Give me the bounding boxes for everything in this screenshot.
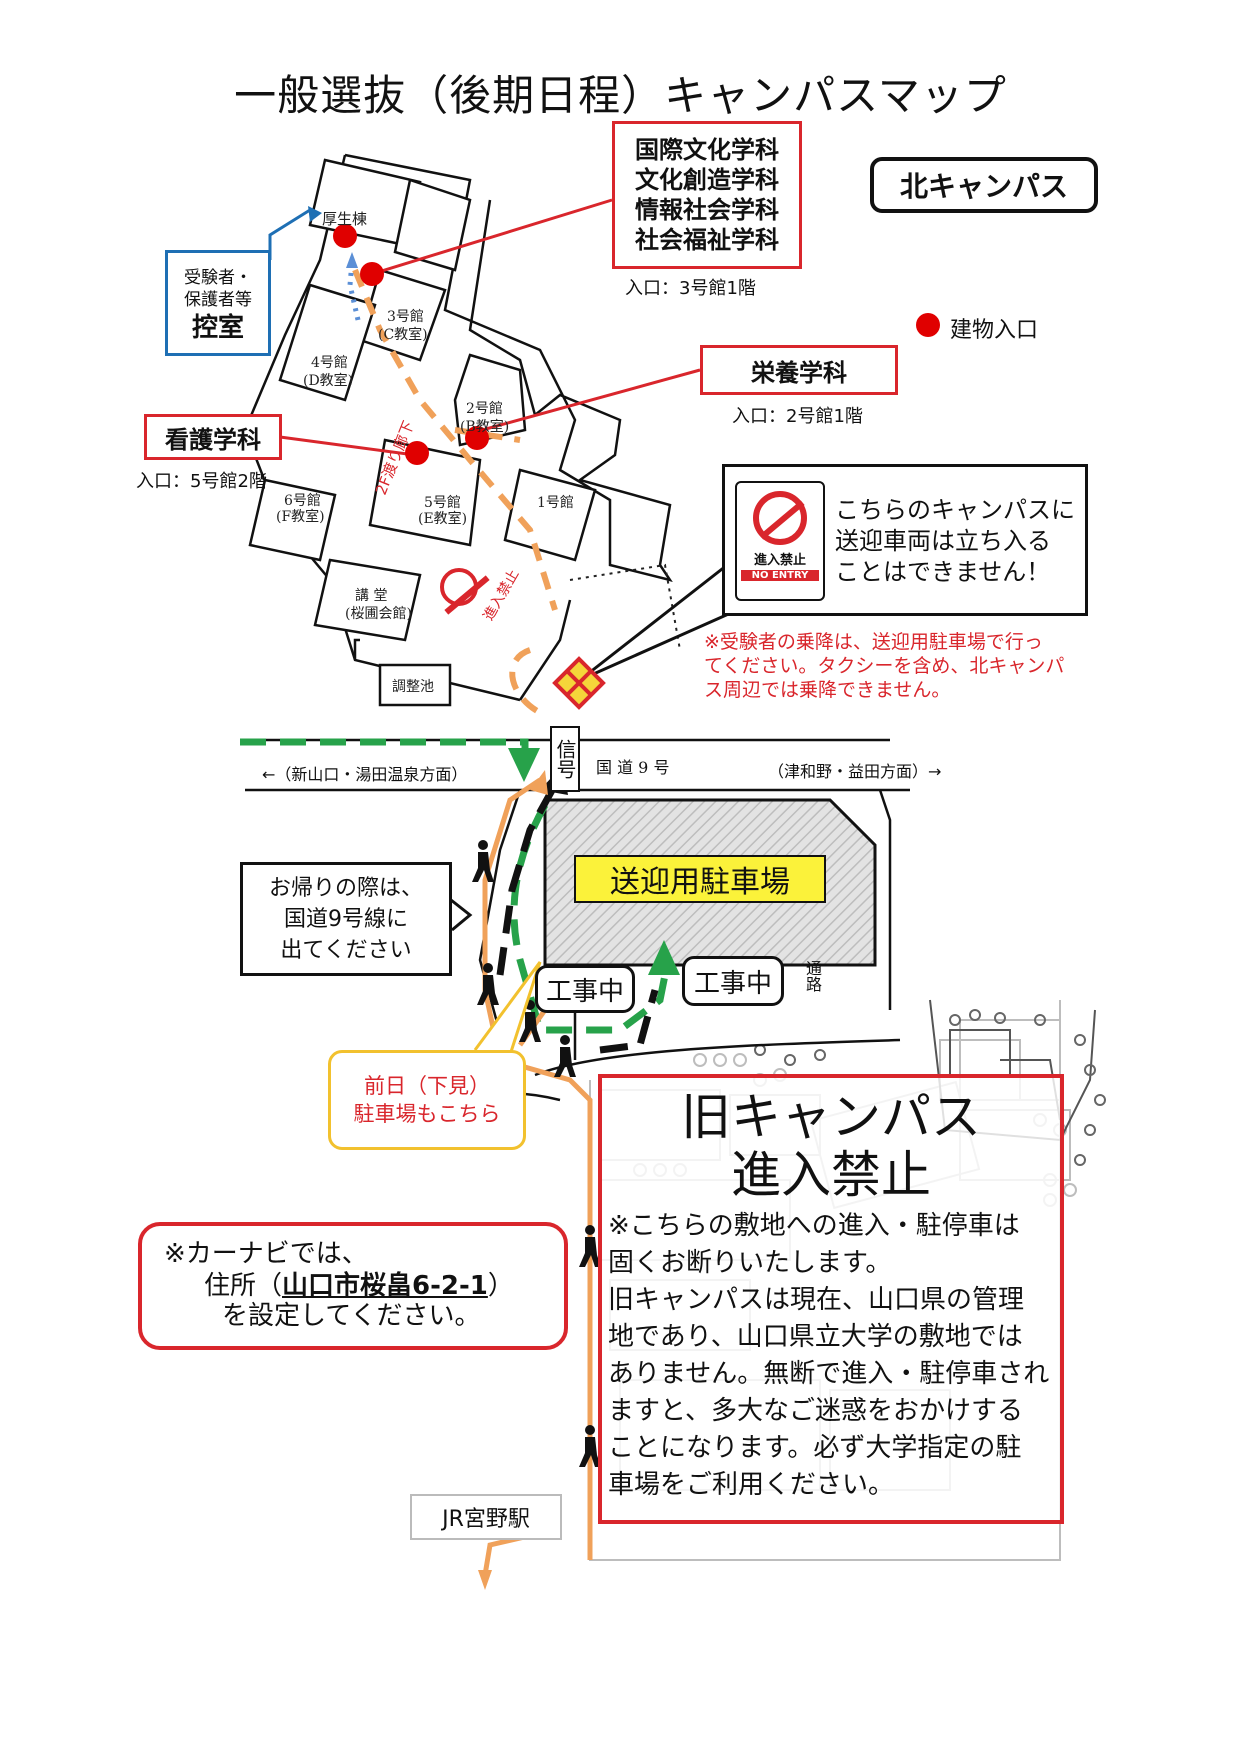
- old-campus-title-2: 進入禁止: [731, 1146, 931, 1204]
- nursing-entrance-label: 入口：5号館2階: [136, 471, 267, 492]
- old-campus-body-6: ますと、多大なご迷惑をおかけする: [608, 1396, 1023, 1426]
- building-3: 3号館: [387, 309, 424, 325]
- no-entry-text-line-3: ことはできません！: [835, 558, 1051, 586]
- no-entry-x-marker: [552, 656, 606, 710]
- carnavi-line-1: ※カーナビでは、: [164, 1239, 368, 1269]
- north-campus-label: 北キャンパス: [870, 157, 1098, 213]
- old-campus-title-1: 旧キャンパス: [681, 1088, 981, 1146]
- building-3-sub: (C教室): [378, 327, 428, 343]
- no-entry-text-line-2: 送迎車両は立ち入る: [835, 527, 1051, 555]
- carnavi-box: ※カーナビでは、 住所（山口市桜畠6-2-1） を設定してください。: [138, 1222, 568, 1350]
- station-label: JR宮野駅: [410, 1494, 562, 1540]
- prev-day-line-1: 前日（下見）: [364, 1074, 490, 1098]
- page-title: 一般選抜（後期日程）キャンパスマップ: [234, 71, 1007, 120]
- nutrition-dept-box: 栄養学科: [700, 345, 898, 395]
- old-campus-notice: 旧キャンパス 進入禁止 ※こちらの敷地への進入・駐停車は 固くお断りいたします。…: [598, 1074, 1064, 1524]
- old-campus-body-3: 旧キャンパスは現在、山口県の管理: [608, 1285, 1025, 1315]
- road-label-right: （津和野・益田方面）→: [768, 762, 942, 781]
- old-campus-body-1: ※こちらの敷地への進入・駐停車は: [608, 1211, 1020, 1241]
- building-pond: 調整池: [392, 679, 434, 695]
- old-campus-body-2: 固くお断りいたします。: [608, 1248, 892, 1278]
- buildings: [248, 158, 597, 707]
- road-label-center: 国 道 9 号: [596, 758, 670, 777]
- old-campus-body-4: 地であり、山口県立大学の敷地では: [608, 1322, 1023, 1352]
- return-line-1: お帰りの際は、: [268, 875, 423, 901]
- building-4-sub: (D教室): [303, 373, 354, 389]
- entrance-dots: [333, 224, 940, 465]
- no-entry-sign-en: NO ENTRY: [741, 570, 819, 581]
- signal-label: 信号: [550, 726, 580, 792]
- dropoff-line-1: ※受験者の乗降は、送迎用駐車場で行っ: [704, 631, 1043, 653]
- road-label-left: ←（新山口・湯田温泉方面）: [262, 765, 468, 784]
- old-campus-body-5: ありません。無断で進入・駐停車され: [608, 1359, 1050, 1389]
- old-campus-body-7: ことになります。必ず大学指定の駐: [608, 1433, 1022, 1463]
- parking-label: 送迎用駐車場: [574, 855, 826, 903]
- dept-box-social: 国際文化学科 文化創造学科 情報社会学科 社会福祉学科: [612, 121, 802, 269]
- old-campus-body-8: 車場をご利用ください。: [608, 1470, 895, 1500]
- building-5-sub: (E教室): [418, 511, 468, 527]
- carnavi-line-2: 住所（山口市桜畠6-2-1）: [204, 1270, 514, 1302]
- construction-label-1: 工事中: [535, 965, 635, 1013]
- no-entry-small-icon: [440, 568, 478, 606]
- building-2-sub: (B教室): [460, 419, 510, 435]
- dept-entrance-label: 入口：3号館1階: [625, 278, 756, 299]
- building-1: 1号館: [537, 495, 574, 511]
- no-entry-sign: 進入禁止 NO ENTRY: [735, 481, 825, 601]
- building-6: 6号館: [284, 493, 321, 509]
- no-entry-notice-box: 進入禁止 NO ENTRY こちらのキャンパスに 送迎車両は立ち入る ことはでき…: [722, 464, 1088, 616]
- signal-text: 信号: [553, 739, 577, 779]
- old-campus-body: ※こちらの敷地への進入・駐停車は 固くお断りいたします。 旧キャンパスは現在、山…: [602, 1208, 1060, 1504]
- building-4: 4号館: [311, 355, 348, 371]
- dept-line-4: 社会福祉学科: [635, 226, 779, 254]
- building-hall-sub: (桜圃会館): [345, 606, 412, 622]
- old-campus-title: 旧キャンパス 進入禁止: [602, 1088, 1060, 1204]
- prev-day-pointer: [473, 961, 542, 1056]
- no-entry-sign-text: 進入禁止: [753, 553, 806, 568]
- no-entry-notice-text: こちらのキャンパスに 送迎車両は立ち入る ことはできません！: [835, 495, 1075, 588]
- return-box-pointer: [450, 898, 473, 932]
- route-to-waiting-room: [347, 261, 361, 321]
- carnavi-suffix: ）: [487, 1271, 514, 1301]
- carnavi-prefix: 住所（: [204, 1271, 283, 1301]
- waiting-room-box: 受験者・ 保護者等 控室: [165, 250, 271, 356]
- return-line-2: 国道9号線に: [284, 906, 408, 932]
- dropoff-line-2: てください。タクシーを含め、北キャンパ: [704, 655, 1065, 677]
- building-hall: 講 堂: [355, 588, 388, 604]
- car-route-black: [496, 783, 659, 1054]
- entrance-legend-label: 建物入口: [950, 318, 1039, 343]
- green-arrow-up: [648, 940, 680, 975]
- construction-label-2: 工事中: [682, 956, 784, 1006]
- carnavi-address: 山口市桜畠6-2-1: [282, 1271, 488, 1301]
- carnavi-line-3: を設定してください。: [222, 1301, 481, 1331]
- dropoff-line-3: ス周辺では乗降できません。: [704, 679, 951, 701]
- no-entry-text-line-1: こちらのキャンパスに: [835, 496, 1075, 524]
- dropoff-note: ※受験者の乗降は、送迎用駐車場で行っ てください。タクシーを含め、北キャンパ ス…: [704, 630, 1064, 702]
- building-5: 5号館: [424, 495, 461, 511]
- green-arrow-down: [508, 748, 540, 782]
- prev-day-line-2: 駐車場もこちら: [353, 1102, 501, 1126]
- dept-line-2: 文化創造学科: [635, 166, 779, 194]
- return-note-box: お帰りの際は、 国道9号線に 出てください: [240, 862, 452, 976]
- dept-line-3: 情報社会学科: [635, 196, 779, 224]
- waiting-room-line3: 控室: [191, 313, 244, 343]
- return-line-3: 出てください: [280, 937, 412, 963]
- prev-day-box: 前日（下見） 駐車場もこちら: [328, 1050, 526, 1150]
- dept-line-1: 国際文化学科: [635, 136, 779, 164]
- building-welfare: 厚生棟: [322, 210, 368, 228]
- passage-label: 通路: [803, 960, 822, 992]
- building-2: 2号館: [466, 401, 503, 417]
- building-6-sub: (F教室): [276, 509, 325, 525]
- nutrition-entrance-label: 入口：2号館1階: [732, 406, 863, 427]
- no-car-icon: [753, 491, 807, 545]
- nursing-dept-box: 看護学科: [144, 414, 282, 460]
- waiting-room-line2: 保護者等: [184, 290, 252, 310]
- waiting-room-line1: 受験者・: [184, 268, 252, 288]
- dotted-trees: [754, 1009, 1106, 1166]
